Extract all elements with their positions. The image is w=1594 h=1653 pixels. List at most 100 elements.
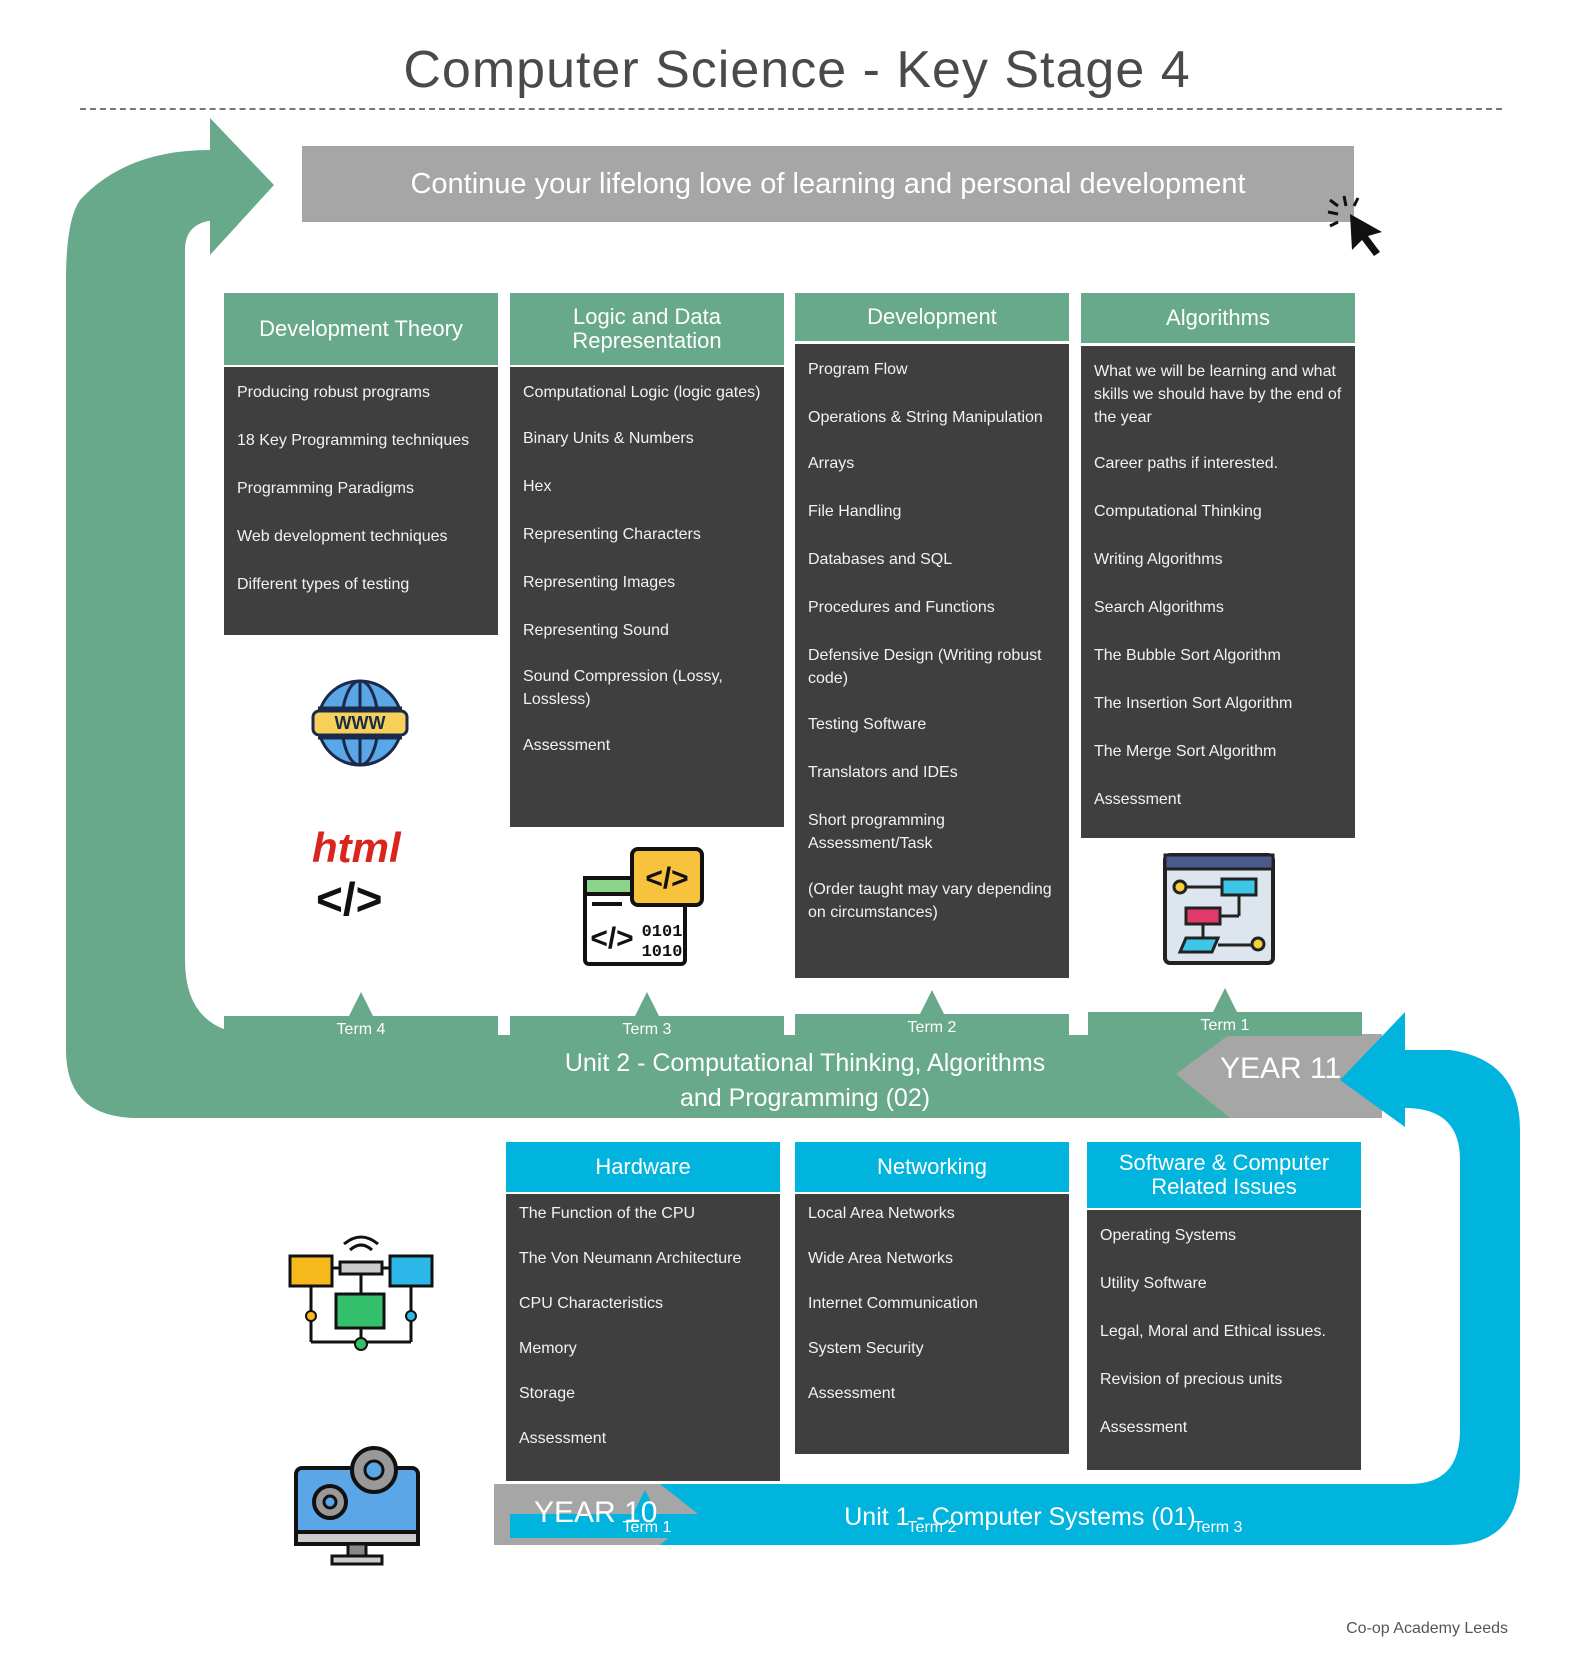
- list-item: Producing robust programs: [237, 384, 430, 401]
- card-logic-data: Computational Logic (logic gates) Binary…: [510, 367, 784, 827]
- list-item: Assessment: [808, 1385, 896, 1402]
- list-item: Testing Software: [808, 716, 927, 733]
- list-item: Arrays: [808, 455, 855, 472]
- term-marker: [919, 990, 945, 1016]
- list-item: Representing Characters: [523, 526, 701, 543]
- blue-flow-arrow: [630, 1012, 1520, 1545]
- card-development-theory: Producing robust programs 18 Key Program…: [224, 367, 498, 635]
- list-item: Hex: [523, 478, 552, 495]
- list-item: CPU Characteristics: [519, 1295, 664, 1312]
- topic-list: Producing robust programs 18 Key Program…: [237, 381, 485, 596]
- list-item: The Merge Sort Algorithm: [1094, 743, 1277, 760]
- list-item: Web development techniques: [237, 528, 448, 545]
- card-hardware: The Function of the CPU The Von Neumann …: [506, 1194, 780, 1481]
- list-item: The Insertion Sort Algorithm: [1094, 695, 1293, 712]
- list-item: Databases and SQL: [808, 551, 953, 568]
- year11-label: YEAR 11: [1220, 1052, 1342, 1085]
- term-label: Term 1: [1088, 1012, 1362, 1036]
- term-label: Term 3: [510, 1016, 784, 1040]
- year11-arrow: [1176, 1034, 1382, 1118]
- list-item: Internet Communication: [808, 1295, 978, 1312]
- list-item: 18 Key Programming techniques: [237, 432, 470, 449]
- www-text: WWW: [335, 713, 386, 733]
- list-item: Assessment: [519, 1430, 607, 1447]
- topic-list: The Function of the CPU The Von Neumann …: [519, 1202, 767, 1450]
- flowchart-window-icon: [1163, 853, 1275, 965]
- cursor-click-icon: [1327, 195, 1382, 256]
- binary-top-text: 0101: [642, 923, 683, 942]
- card-title-algorithms: Algorithms: [1081, 293, 1355, 343]
- binary-bottom-text: 1010: [642, 943, 683, 962]
- list-item: Program Flow: [808, 361, 908, 378]
- card-title-networking: Networking: [795, 1142, 1069, 1192]
- year10-label: YEAR 10: [534, 1496, 658, 1529]
- list-item: Assessment: [1094, 791, 1182, 808]
- term-marker: [919, 1490, 945, 1516]
- topic-list: Local Area Networks Wide Area Networks I…: [808, 1202, 1056, 1405]
- card-title-development-theory: Development Theory: [224, 293, 498, 365]
- card-software: Operating Systems Utility Software Legal…: [1087, 1210, 1361, 1470]
- list-item: Operations & String Manipulation: [808, 409, 1043, 426]
- globe-www-icon: WWW: [311, 679, 409, 767]
- list-item: Sound Compression (Lossy, Lossless): [523, 668, 723, 708]
- term-marker: [634, 992, 660, 1018]
- list-item: Representing Images: [523, 574, 676, 591]
- list-item: Assessment: [523, 737, 611, 754]
- topic-list: Program Flow Operations & String Manipul…: [808, 358, 1056, 924]
- term-marker: [632, 1490, 658, 1516]
- topic-list: Computational Logic (logic gates) Binary…: [523, 381, 771, 757]
- list-item: Revision of precious units: [1100, 1371, 1283, 1388]
- card-title-hardware: Hardware: [506, 1142, 780, 1192]
- list-item: Representing Sound: [523, 622, 669, 639]
- green-flow-arrow: [66, 118, 1373, 1118]
- list-item: Different types of testing: [237, 576, 410, 593]
- list-item: File Handling: [808, 503, 902, 520]
- list-item: Writing Algorithms: [1094, 551, 1223, 568]
- list-item: Storage: [519, 1385, 576, 1402]
- term-label: Term 4: [224, 1016, 498, 1040]
- list-item: The Von Neumann Architecture: [519, 1250, 742, 1267]
- list-item: (Order taught may vary depending on circ…: [808, 881, 1052, 921]
- list-item: Assessment: [1100, 1419, 1188, 1436]
- code-tag-icon: </>: [316, 873, 383, 925]
- list-item: Legal, Moral and Ethical issues.: [1100, 1323, 1326, 1340]
- svg-text:</>: </>: [590, 922, 633, 955]
- topic-list: What we will be learning and what skills…: [1094, 360, 1342, 811]
- unit2-line1: Unit 2 - Computational Thinking, Algorit…: [564, 1049, 1046, 1077]
- term-marker: [348, 992, 374, 1018]
- list-item: System Security: [808, 1340, 924, 1357]
- unit2-line2: and Programming (02): [679, 1084, 931, 1112]
- card-title-logic-data: Logic and Data Representation: [510, 293, 784, 365]
- term-label: Term 2: [795, 1514, 1069, 1538]
- term-label: Term 3: [1081, 1514, 1355, 1538]
- term-label: Term 1: [510, 1514, 784, 1538]
- computer-settings-icon: [294, 1446, 420, 1566]
- card-title-software: Software & Computer Related Issues: [1087, 1142, 1361, 1208]
- list-item: Search Algorithms: [1094, 599, 1224, 616]
- term-marker: [1212, 988, 1238, 1014]
- list-item: Binary Units & Numbers: [523, 430, 694, 447]
- list-item: Utility Software: [1100, 1275, 1207, 1292]
- list-item: Local Area Networks: [808, 1205, 955, 1222]
- list-item: Wide Area Networks: [808, 1250, 953, 1267]
- topic-list: Operating Systems Utility Software Legal…: [1100, 1224, 1348, 1439]
- list-item: Programming Paradigms: [237, 480, 414, 497]
- list-item: The Bubble Sort Algorithm: [1094, 647, 1281, 664]
- html-text-icon: html: [312, 824, 401, 871]
- term-marker: [1212, 1490, 1238, 1516]
- network-devices-icon: [288, 1235, 434, 1351]
- list-item: Short programming Assessment/Task: [808, 812, 945, 852]
- list-item: The Function of the CPU: [519, 1205, 696, 1222]
- credit: Co-op Academy Leeds: [1346, 1620, 1508, 1637]
- card-networking: Local Area Networks Wide Area Networks I…: [795, 1194, 1069, 1454]
- unit2-label: Unit 2 - Computational Thinking, Algorit…: [520, 1046, 1090, 1116]
- title-divider: [80, 108, 1502, 110]
- card-algorithms: What we will be learning and what skills…: [1081, 346, 1355, 838]
- svg-text:</>: </>: [645, 862, 688, 895]
- list-item: Operating Systems: [1100, 1227, 1237, 1244]
- term-label: Term 2: [795, 1014, 1069, 1038]
- page-title: Computer Science - Key Stage 4: [403, 41, 1191, 99]
- list-item: Career paths if interested.: [1094, 455, 1279, 472]
- code-binary-window-icon: </> </> 0101 1010: [583, 847, 704, 966]
- list-item: Computational Logic (logic gates): [523, 384, 761, 401]
